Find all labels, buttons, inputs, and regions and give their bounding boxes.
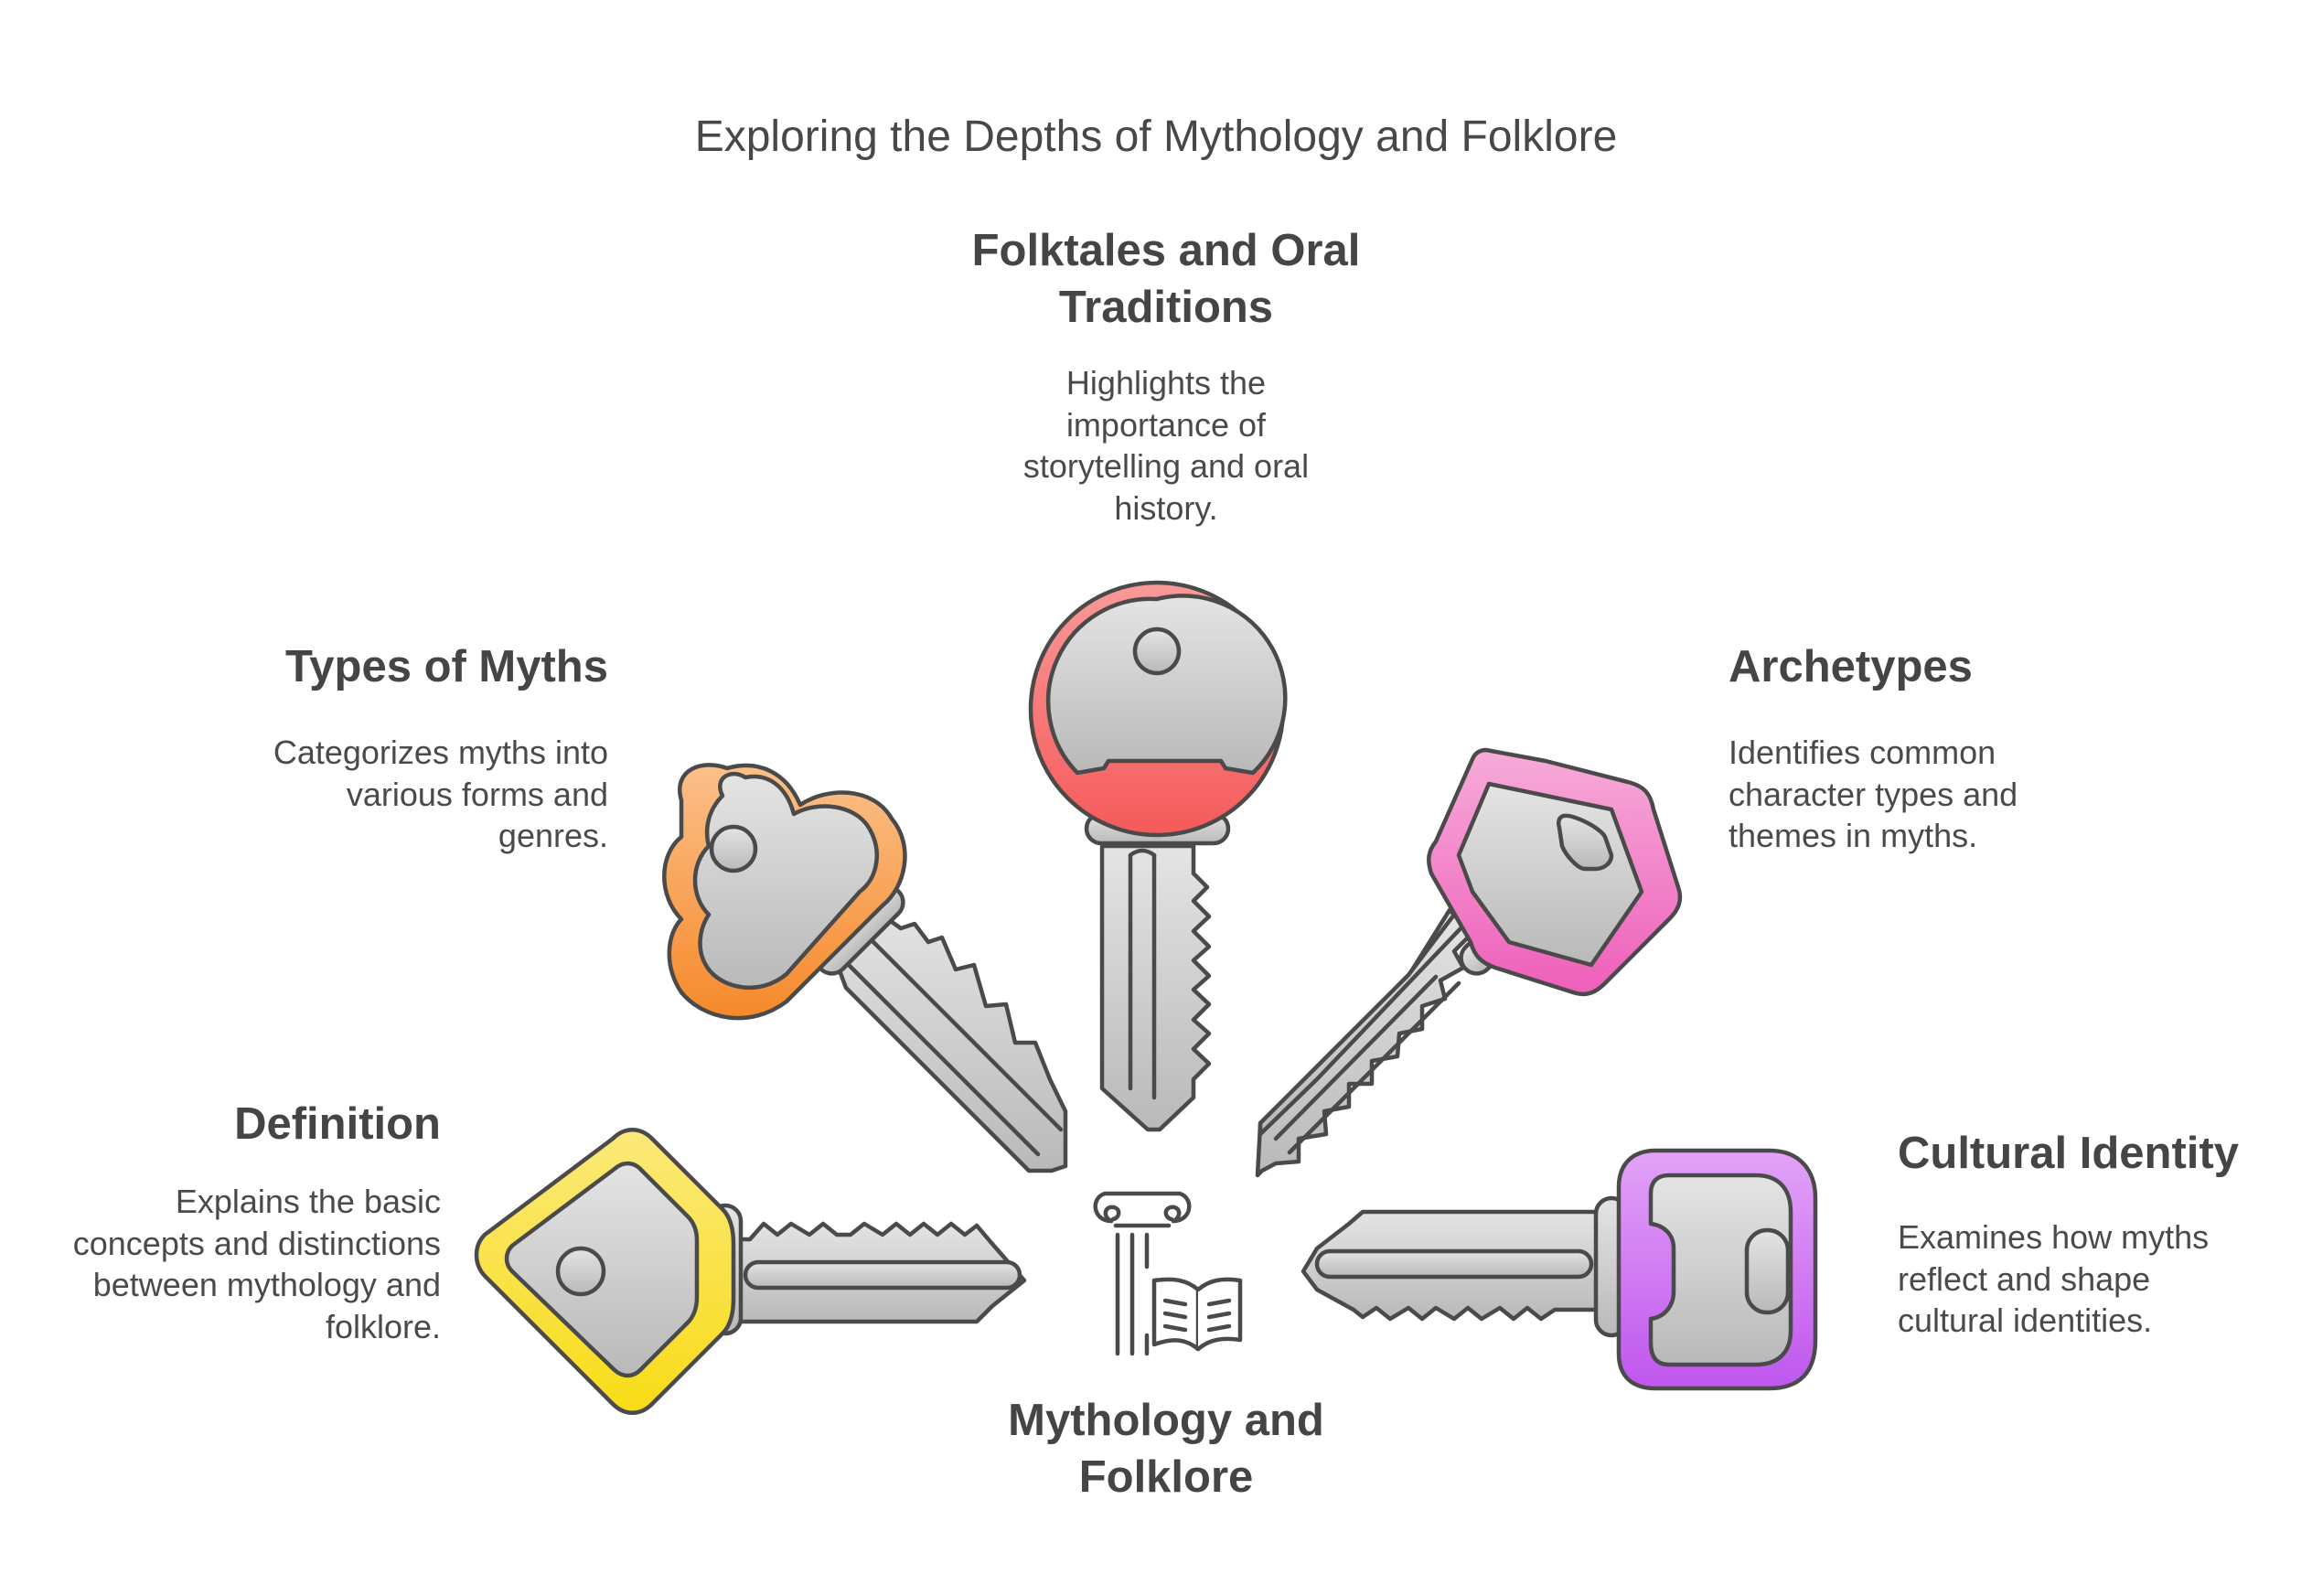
description-definition: Explains the basic concepts and distinct… [72, 1183, 441, 1345]
description-types: Categorizes myths into various forms and… [273, 734, 608, 854]
hexagon-key-icon [1255, 747, 1683, 1178]
heading-folktales: Folktales and Oral Traditions [971, 226, 1361, 332]
clover-key-icon [662, 763, 1068, 1173]
square-key-icon [474, 1128, 1027, 1415]
diagram-title: Exploring the Depths of Mythology and Fo… [694, 112, 1618, 161]
heading-archetypes: Archetypes [1729, 642, 1973, 691]
heading-cultural: Cultural Identity [1898, 1129, 2239, 1178]
description-cultural: Examines how myths reflect and shape cul… [1898, 1218, 2210, 1339]
rectangle-key-icon [1300, 1148, 1818, 1391]
center-label: Mythology and Folklore [1008, 1396, 1324, 1502]
heading-definition: Definition [234, 1099, 441, 1149]
description-folktales: Highlights the importance of storytellin… [1022, 364, 1310, 527]
column-book-icon [1093, 1191, 1243, 1356]
description-archetypes: Identifies common character types and th… [1729, 734, 2018, 854]
round-key-icon [1028, 580, 1288, 1132]
heading-types: Types of Myths [284, 642, 608, 691]
